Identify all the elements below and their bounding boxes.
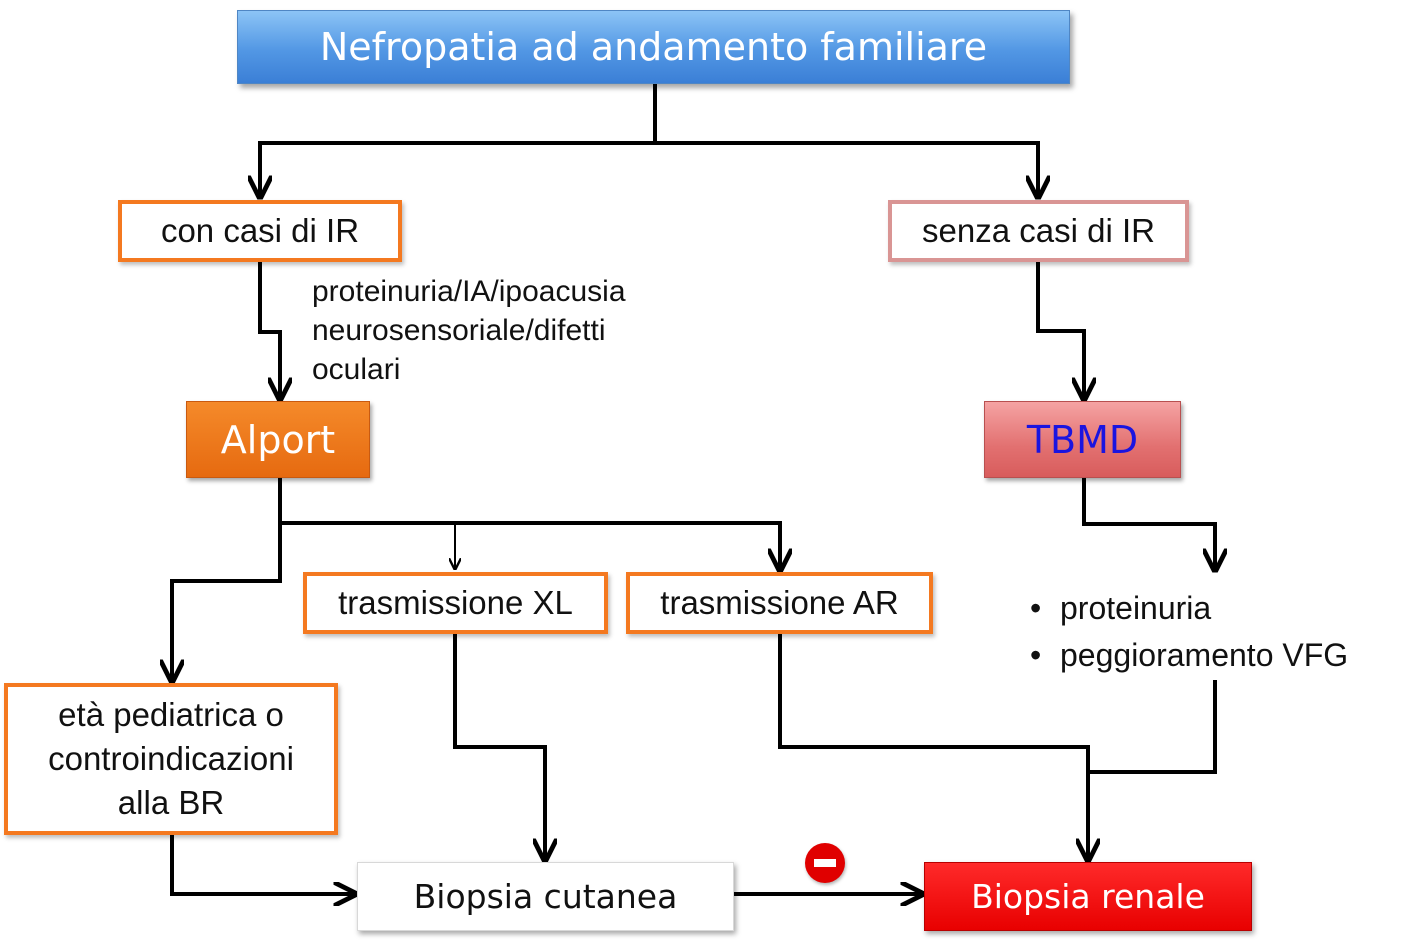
criteria-line: neurosensoriale/difetti bbox=[312, 314, 606, 347]
connector-alport-to-pediatric bbox=[172, 478, 282, 681]
no-entry-bar bbox=[814, 859, 836, 867]
diagram-title-text: Nefropatia ad andamento familiare bbox=[319, 25, 988, 69]
tbmd-node: TBMD bbox=[984, 401, 1181, 478]
pediatric-line: alla BR bbox=[117, 784, 225, 821]
finding-text: proteinuria bbox=[1060, 590, 1212, 626]
skin-biopsy-label: Biopsia cutanea bbox=[413, 877, 678, 916]
alport-criteria: proteinuria/IA/ipoacusia neurosensoriale… bbox=[312, 272, 626, 389]
branch-with-ir: con casi di IR bbox=[118, 200, 402, 262]
criteria-line: oculari bbox=[312, 353, 401, 386]
list-item: • peggioramento VFG bbox=[1030, 632, 1348, 679]
no-entry-icon bbox=[805, 843, 845, 883]
alport-label: Alport bbox=[220, 417, 336, 462]
diagram-title: Nefropatia ad andamento familiare bbox=[237, 10, 1070, 84]
connector-tbmd-to-findings bbox=[1082, 478, 1215, 570]
criteria-line: proteinuria/IA/ipoacusia bbox=[312, 275, 626, 308]
pediatric-contraindications: età pediatrica o controindicazioni alla … bbox=[4, 683, 338, 835]
list-item: • proteinuria bbox=[1030, 585, 1348, 632]
transmission-ar-text: trasmissione AR bbox=[660, 584, 899, 621]
bullet-icon: • bbox=[1030, 637, 1042, 673]
connector-without-ir-to-tbmd bbox=[1036, 262, 1084, 399]
connector-title-to-without-ir bbox=[655, 141, 1038, 197]
pediatric-line: controindicazioni bbox=[48, 740, 294, 777]
branch-without-ir: senza casi di IR bbox=[888, 200, 1189, 262]
connector-xl-to-skin-biopsy bbox=[453, 634, 545, 860]
connector-title-to-with-ir bbox=[260, 84, 657, 197]
renal-biopsy-label: Biopsia renale bbox=[971, 877, 1205, 916]
pediatric-line: età pediatrica o bbox=[58, 696, 284, 733]
branch-with-ir-text: con casi di IR bbox=[160, 212, 360, 249]
skin-biopsy-node: Biopsia cutanea bbox=[357, 862, 734, 931]
renal-biopsy-node: Biopsia renale bbox=[924, 862, 1252, 931]
finding-text: peggioramento VFG bbox=[1060, 637, 1349, 673]
transmission-xl: trasmissione XL bbox=[303, 572, 608, 634]
branch-without-ir-text: senza casi di IR bbox=[922, 212, 1155, 249]
connector-pediatric-to-skin-biopsy bbox=[170, 835, 355, 894]
connector-ar-to-renal-biopsy bbox=[778, 634, 1088, 860]
connector-findings-to-renal bbox=[1088, 680, 1217, 774]
transmission-xl-text: trasmissione XL bbox=[338, 584, 573, 621]
connector-with-ir-to-alport bbox=[258, 262, 280, 399]
transmission-ar: trasmissione AR bbox=[626, 572, 933, 634]
bullet-icon: • bbox=[1030, 590, 1042, 626]
alport-node: Alport bbox=[186, 401, 370, 478]
connector-alport-split bbox=[280, 521, 780, 570]
tbmd-findings-list: • proteinuria • peggioramento VFG bbox=[1030, 585, 1348, 679]
tbmd-label: TBMD bbox=[1026, 417, 1139, 462]
